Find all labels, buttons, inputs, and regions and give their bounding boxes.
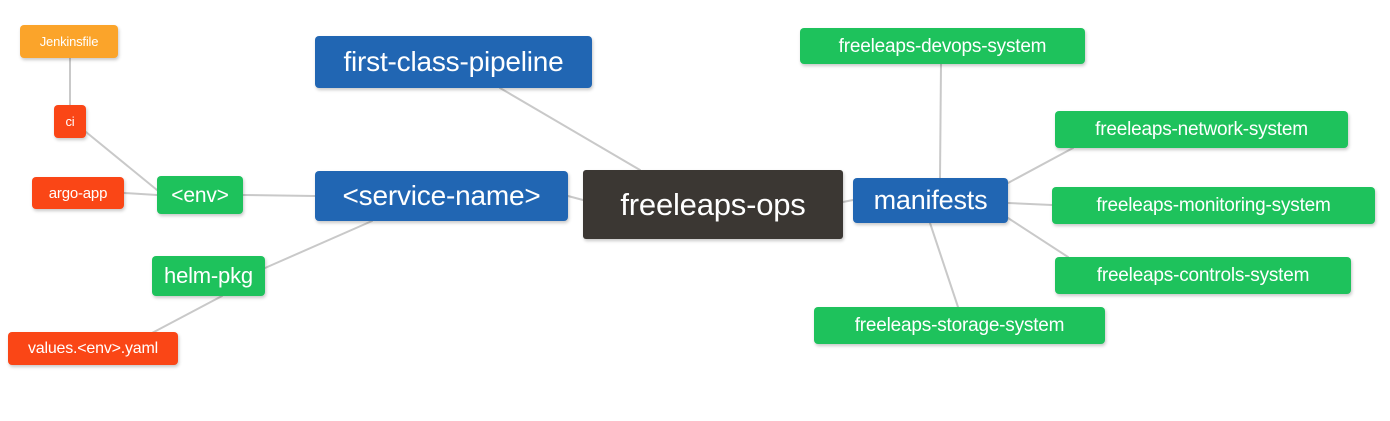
edge-helm-pkg-to-service-name	[264, 220, 373, 269]
node-ci[interactable]: ci	[54, 105, 86, 138]
node-jenkinsfile[interactable]: Jenkinsfile	[20, 25, 118, 58]
edge-manifests-to-devops-system	[939, 63, 942, 179]
node-first-class-pipeline[interactable]: first-class-pipeline	[315, 36, 592, 88]
node-service-name[interactable]: <service-name>	[315, 171, 568, 221]
node-helm-pkg[interactable]: helm-pkg	[152, 256, 265, 296]
node-values-yaml[interactable]: values.<env>.yaml	[8, 332, 178, 365]
edge-env-to-service-name	[242, 194, 316, 197]
edge-manifests-to-monitoring-system	[1007, 202, 1053, 206]
edge-service-name-to-freeleaps-ops	[567, 195, 584, 201]
edge-values-yaml-to-helm-pkg	[151, 295, 223, 334]
node-argo-app[interactable]: argo-app	[32, 177, 124, 209]
edge-first-class-pipeline-to-freeleaps-ops	[499, 87, 641, 171]
edge-freeleaps-ops-to-manifests	[842, 199, 854, 203]
node-manifests[interactable]: manifests	[853, 178, 1008, 223]
edge-manifests-to-network-system	[1007, 147, 1074, 184]
node-env[interactable]: <env>	[157, 176, 243, 214]
edge-manifests-to-storage-system	[929, 222, 959, 308]
node-controls-system[interactable]: freeleaps-controls-system	[1055, 257, 1351, 294]
node-network-system[interactable]: freeleaps-network-system	[1055, 111, 1348, 148]
node-storage-system[interactable]: freeleaps-storage-system	[814, 307, 1105, 344]
node-monitoring-system[interactable]: freeleaps-monitoring-system	[1052, 187, 1375, 224]
node-freeleaps-ops[interactable]: freeleaps-ops	[583, 170, 843, 239]
edge-argo-app-to-env	[123, 192, 158, 196]
node-devops-system[interactable]: freeleaps-devops-system	[800, 28, 1085, 64]
